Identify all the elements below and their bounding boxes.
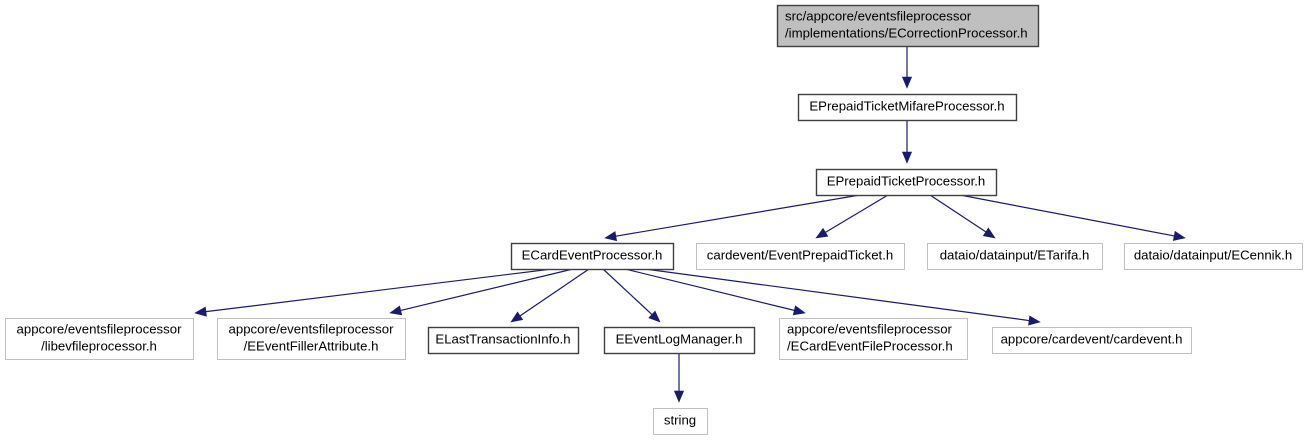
node-label: appcore/eventsfileprocessor (17, 321, 183, 336)
edge-n3-to-n9 (510, 268, 590, 323)
graph-node-n13[interactable]: string (653, 408, 708, 435)
graph-node-n3[interactable]: ECardEventProcessor.h (510, 242, 675, 271)
edge-n2-to-n6 (959, 194, 1186, 241)
graph-node-n2[interactable]: EPrepaidTicketProcessor.h (815, 168, 998, 197)
node-frame (5, 318, 194, 360)
node-layer: src/appcore/eventsfileprocessor/implemen… (5, 4, 1303, 435)
node-frame (776, 4, 1040, 48)
node-label: EPrepaidTicketProcessor.h (827, 173, 986, 188)
node-frame (510, 242, 675, 271)
edge-n2-to-n3 (604, 194, 861, 242)
graph-node-n6[interactable]: dataio/datainput/ECennik.h (1124, 243, 1303, 270)
node-label: src/appcore/eventsfileprocessor (785, 8, 972, 23)
node-label: appcore/cardevent/cardevent.h (1001, 331, 1183, 346)
graph-node-n12[interactable]: appcore/cardevent/cardevent.h (992, 327, 1192, 354)
edge-n3-to-n7 (194, 268, 553, 317)
node-frame (217, 318, 406, 360)
edge-n2-to-n5 (929, 194, 996, 239)
node-label: string (664, 412, 696, 427)
node-frame (427, 326, 580, 355)
node-label: appcore/eventsfileprocessor (229, 321, 395, 336)
graph-node-n4[interactable]: cardevent/EventPrepaidTicket.h (696, 243, 905, 270)
node-label: EEventLogManager.h (616, 331, 743, 346)
node-label: /libevfileprocessor.h (41, 338, 157, 353)
graph-node-n9[interactable]: ELastTransactionInfo.h (427, 326, 580, 355)
node-label: /EEventFillerAttribute.h (244, 338, 379, 353)
edge-n0-to-n1 (901, 46, 913, 89)
node-label: dataio/datainput/ECennik.h (1134, 247, 1292, 262)
edge-layer (194, 46, 1186, 403)
node-frame (927, 243, 1103, 270)
edge-n3-to-n10 (602, 268, 661, 323)
node-frame (653, 408, 708, 435)
node-label: /ECardEventFileProcessor.h (787, 338, 953, 353)
node-label: EPrepaidTicketMifareProcessor.h (809, 98, 1004, 113)
edge-n10-to-n13 (673, 353, 685, 403)
node-frame (1124, 243, 1303, 270)
node-label: cardevent/EventPrepaidTicket.h (707, 247, 893, 262)
node-frame (815, 168, 998, 197)
graph-node-n10[interactable]: EEventLogManager.h (603, 326, 756, 355)
edge-n3-to-n12 (644, 268, 1041, 326)
node-label: /implementations/ECorrectionProcessor.h (785, 25, 1028, 40)
node-label: dataio/datainput/ETarifa.h (940, 247, 1090, 262)
edge-n3-to-n11 (624, 268, 806, 316)
graph-node-n1[interactable]: EPrepaidTicketMifareProcessor.h (797, 93, 1018, 122)
graph-node-n5[interactable]: dataio/datainput/ETarifa.h (927, 243, 1103, 270)
node-label: appcore/eventsfileprocessor (787, 321, 953, 336)
graph-node-n8[interactable]: appcore/eventsfileprocessor/EEventFiller… (217, 318, 406, 360)
graph-node-n7[interactable]: appcore/eventsfileprocessor/libevfilepro… (5, 318, 194, 360)
node-frame (797, 93, 1018, 122)
node-frame (992, 327, 1192, 354)
graph-node-n0[interactable]: src/appcore/eventsfileprocessor/implemen… (776, 4, 1040, 48)
edge-n3-to-n8 (389, 268, 574, 316)
node-frame (779, 318, 968, 360)
node-label: ECardEventProcessor.h (522, 247, 663, 262)
node-label: ELastTransactionInfo.h (435, 331, 570, 346)
edge-n2-to-n4 (815, 194, 889, 239)
graph-node-n11[interactable]: appcore/eventsfileprocessor/ECardEventFi… (779, 318, 968, 360)
node-frame (603, 326, 756, 355)
edge-n1-to-n2 (901, 120, 913, 164)
node-frame (696, 243, 905, 270)
